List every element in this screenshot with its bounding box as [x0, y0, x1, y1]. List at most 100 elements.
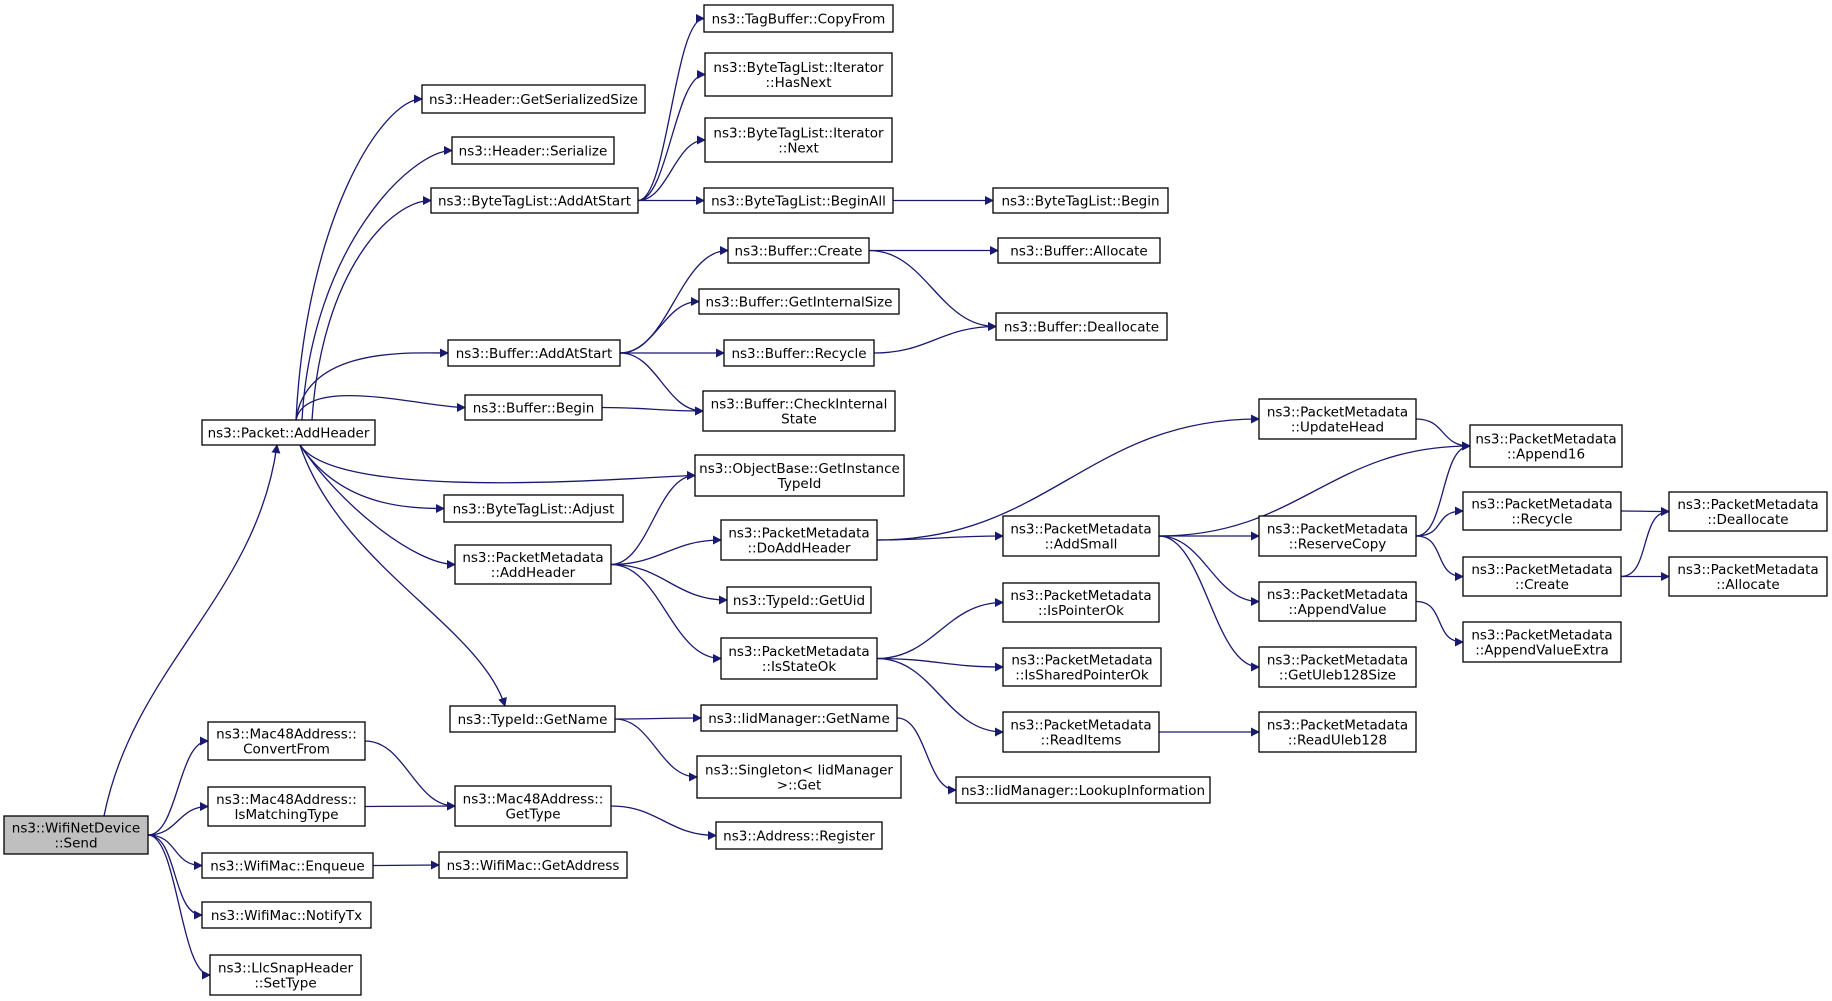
edge-line: [1415, 506, 1464, 537]
node-label-line: ns3::Mac48Address::: [216, 792, 357, 808]
node-box: [723, 339, 875, 367]
edge-packet_addheader-to-pm_addheader: [299, 444, 456, 569]
node-label-line: ns3::ByteTagList::Iterator: [713, 126, 884, 142]
edge-line: [295, 348, 449, 421]
node-label-line: ns3::PacketMetadata: [1471, 562, 1612, 578]
node-bytetaglist-adjust[interactable]: ns3::ByteTagList::Adjust: [443, 494, 624, 523]
node-box: [1002, 647, 1162, 687]
edge-packet_addheader-to-header_serialize: [301, 146, 453, 421]
node-header-serialize[interactable]: ns3::Header::Serialize: [451, 136, 615, 165]
node-iidmanager-getname[interactable]: ns3::IidManager::GetName: [700, 704, 898, 732]
node-btl-iter-next[interactable]: ns3::ByteTagList::Iterator::Next: [704, 117, 893, 163]
node-box: [720, 519, 878, 561]
node-pm-isstateok[interactable]: ns3::PacketMetadata::IsStateOk: [720, 637, 878, 680]
node-buffer-begin[interactable]: ns3::Buffer::Begin: [464, 394, 603, 421]
node-pm-issharedpointerok[interactable]: ns3::PacketMetadata::IsSharedPointerOk: [1002, 647, 1162, 687]
node-label-line: ns3::PacketMetadata: [1471, 497, 1612, 513]
node-pm-doaddheader[interactable]: ns3::PacketMetadata::DoAddHeader: [720, 519, 878, 561]
node-pm-readuleb128[interactable]: ns3::PacketMetadata::ReadUleb128: [1258, 711, 1417, 753]
node-mac48-convertfrom[interactable]: ns3::Mac48Address::ConvertFrom: [207, 721, 366, 761]
node-buffer-allocate[interactable]: ns3::Buffer::Allocate: [997, 237, 1161, 264]
edge-pm_doaddheader-to-pm_updatehead: [876, 414, 1260, 541]
edge-buffer_recycle-to-buffer_deallocate: [873, 322, 997, 354]
node-pm-appendvalueextra[interactable]: ns3::PacketMetadata::AppendValueExtra: [1462, 621, 1622, 663]
node-pm-addsmall[interactable]: ns3::PacketMetadata::AddSmall: [1002, 515, 1160, 557]
node-packet-addheader[interactable]: ns3::Packet::AddHeader: [201, 419, 376, 446]
node-wifimac-enqueue[interactable]: ns3::WifiMac::Enqueue: [201, 852, 374, 879]
node-label-line: ::UpdateHead: [1291, 420, 1384, 436]
node-typeid-getuid[interactable]: ns3::TypeId::GetUid: [726, 586, 872, 614]
node-pm-appendvalue[interactable]: ns3::PacketMetadata::AppendValue: [1258, 581, 1417, 622]
edge-pm_create-to-pm_deallocate: [1620, 507, 1670, 578]
node-pm-ispointerok[interactable]: ns3::PacketMetadata::IsPointerOk: [1002, 582, 1160, 623]
node-box: [1668, 491, 1828, 532]
node-label-line: ns3::PacketMetadata: [728, 526, 869, 542]
node-pm-reservecopy[interactable]: ns3::PacketMetadata::ReserveCopy: [1258, 515, 1417, 557]
node-wifimac-getaddress[interactable]: ns3::WifiMac::GetAddress: [438, 851, 628, 879]
node-pm-create[interactable]: ns3::PacketMetadata::Create: [1462, 556, 1622, 597]
node-iidmanager-lookupinformation[interactable]: ns3::IidManager::LookupInformation: [955, 776, 1211, 804]
node-pm-append16[interactable]: ns3::PacketMetadata::Append16: [1469, 424, 1623, 468]
node-buffer-create[interactable]: ns3::Buffer::Create: [727, 237, 870, 264]
node-label-line: ns3::ByteTagList::Begin: [1001, 194, 1159, 210]
edge-pm_doaddheader-to-pm_addsmall: [876, 531, 1004, 541]
node-buffer-recycle[interactable]: ns3::Buffer::Recycle: [723, 339, 875, 367]
node-label-line: ns3::PacketMetadata: [1010, 522, 1151, 538]
node-pm-addheader[interactable]: ns3::PacketMetadata::AddHeader: [454, 544, 612, 585]
edge-line: [610, 563, 728, 605]
edge-line: [876, 657, 1004, 737]
edge-pm_addheader-to-typeid_getuid: [610, 563, 728, 605]
node-bytetaglist-addatstart[interactable]: ns3::ByteTagList::AddAtStart: [430, 187, 639, 214]
edge-line: [295, 394, 466, 421]
node-wifimac-notifytx[interactable]: ns3::WifiMac::NotifyTx: [201, 901, 372, 929]
node-label-line: ns3::Buffer::Allocate: [1010, 244, 1147, 260]
node-buffer-addatstart[interactable]: ns3::Buffer::AddAtStart: [447, 339, 621, 367]
edge-buffer_addatstart-to-buffer_checkinternalstate: [619, 352, 704, 416]
node-label-line: ::Append16: [1507, 447, 1585, 463]
node-mac48-gettype[interactable]: ns3::Mac48Address::GetType: [454, 785, 612, 827]
node-singleton-get[interactable]: ns3::Singleton< IidManager >::Get: [696, 755, 902, 799]
edge-line: [1415, 441, 1471, 537]
node-box: [1258, 515, 1417, 557]
node-box: [207, 721, 366, 761]
node-label-line: ns3::PacketMetadata: [462, 550, 603, 566]
node-label-line: ::Create: [1515, 577, 1569, 593]
node-llcsnap-settype[interactable]: ns3::LlcSnapHeader::SetType: [209, 954, 362, 996]
node-pm-deallocate[interactable]: ns3::PacketMetadata::Deallocate: [1668, 491, 1828, 532]
node-btl-begin[interactable]: ns3::ByteTagList::Begin: [992, 187, 1169, 214]
node-box: [1002, 582, 1160, 623]
node-box: [454, 785, 612, 827]
node-btl-iter-hasnext[interactable]: ns3::ByteTagList::Iterator::HasNext: [704, 52, 893, 97]
node-pm-allocate[interactable]: ns3::PacketMetadata::Allocate: [1668, 556, 1828, 597]
edge-packet_addheader-to-buffer_begin: [295, 394, 466, 421]
node-label-line: ns3::PacketMetadata: [1010, 718, 1151, 734]
node-buffer-getinternalsize[interactable]: ns3::Buffer::GetInternalSize: [698, 288, 900, 315]
edge-bytetaglist_addatstart-to-tagbuffer_copyfrom: [637, 14, 705, 202]
edge-line: [1415, 418, 1471, 451]
node-pm-recycle[interactable]: ns3::PacketMetadata::Recycle: [1462, 491, 1622, 531]
node-label-line: ns3::Mac48Address::: [216, 727, 357, 743]
node-typeid-getname[interactable]: ns3::TypeId::GetName: [449, 705, 616, 733]
node-address-register[interactable]: ns3::Address::Register: [715, 821, 883, 850]
node-label-line: ns3::ByteTagList::AddAtStart: [438, 194, 631, 210]
edge-pm_recycle-to-pm_deallocate: [1620, 506, 1670, 516]
node-pm-readitems[interactable]: ns3::PacketMetadata::ReadItems: [1002, 711, 1160, 753]
edge-line: [364, 801, 456, 811]
edge-typeid_getname-to-iidmanager_getname: [614, 713, 702, 723]
node-buffer-deallocate[interactable]: ns3::Buffer::Deallocate: [995, 312, 1168, 341]
node-header-getserializedsize[interactable]: ns3::Header::GetSerializedSize: [421, 84, 646, 114]
node-mac48-ismatchingtype[interactable]: ns3::Mac48Address::IsMatchingType: [207, 786, 366, 827]
node-btl-beginall[interactable]: ns3::ByteTagList::BeginAll: [703, 187, 894, 214]
node-wifi-send[interactable]: ns3::WifiNetDevice::Send: [3, 815, 149, 855]
node-tagbuffer-copyfrom[interactable]: ns3::TagBuffer::CopyFrom: [703, 4, 894, 33]
node-box: [1469, 424, 1623, 468]
node-pm-updatehead[interactable]: ns3::PacketMetadata::UpdateHead: [1258, 398, 1417, 440]
node-label-line: ::IsSharedPointerOk: [1015, 668, 1149, 684]
edge-mac48_gettype-to-address_register: [610, 805, 717, 840]
node-pm-getuleb128size[interactable]: ns3::PacketMetadata::GetUleb128Size: [1258, 646, 1417, 688]
node-box: [438, 851, 628, 879]
edge-line: [295, 94, 423, 421]
node-box: [992, 187, 1169, 214]
